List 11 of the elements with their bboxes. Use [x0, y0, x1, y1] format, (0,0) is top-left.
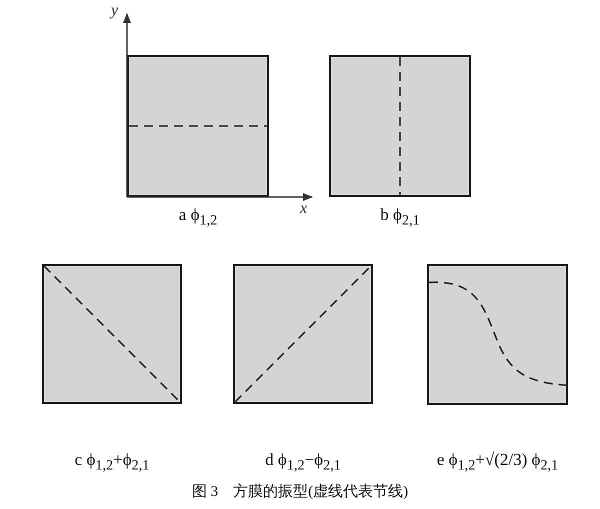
mode-label: e ϕ$_{1,2}$+√(2/3) ϕ$_{2,1}$	[436, 450, 558, 474]
axis-label: x	[300, 200, 308, 218]
mode-label: d ϕ$_{1,2}$−ϕ$_{2,1}$	[265, 450, 341, 474]
membrane-square	[427, 264, 568, 405]
figure-caption: 图 3 方膜的振型(虚线代表节线)	[190, 482, 410, 501]
membrane-square	[329, 55, 471, 197]
mode-label: c ϕ$_{1,2}$+ϕ$_{2,1}$	[74, 450, 150, 474]
axis-label: y	[111, 2, 118, 20]
membrane-square	[127, 55, 269, 197]
mode-label: b ϕ$_{2,1}$	[380, 205, 420, 230]
mode-label: a ϕ$_{1,2}$	[178, 205, 218, 230]
